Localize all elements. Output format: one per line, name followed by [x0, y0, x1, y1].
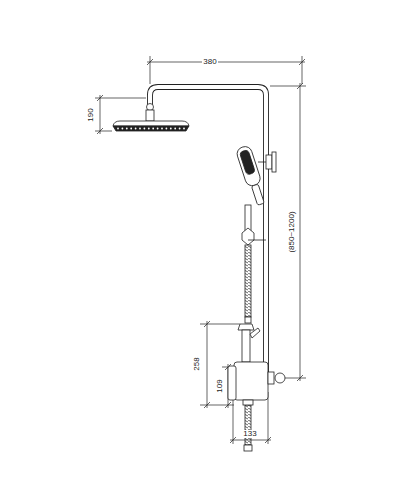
dimension-label: 380 [202, 58, 217, 66]
dimension-label: 258 [193, 356, 201, 371]
mixer-valve [228, 324, 285, 405]
dimension-label: (850~1200) [288, 210, 296, 253]
hand-shower [235, 145, 276, 207]
dimension-label: 109 [216, 378, 224, 393]
dimension-label: 133 [242, 430, 257, 438]
dimension-label: 190 [87, 107, 95, 122]
dimension-lines [95, 56, 306, 444]
shower-head [113, 104, 189, 132]
